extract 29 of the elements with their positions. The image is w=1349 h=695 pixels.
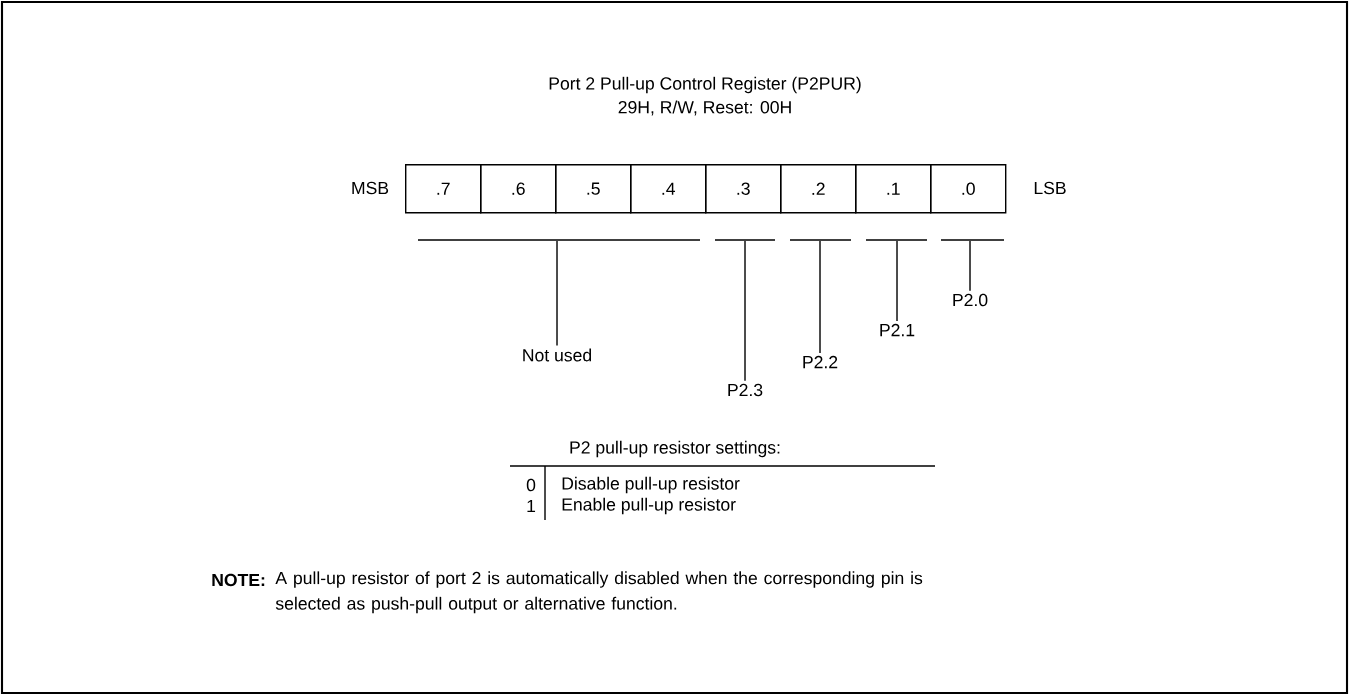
leader-line — [969, 240, 971, 292]
note-label: NOTE: — [212, 573, 265, 587]
field-label: P2.2 — [803, 355, 838, 369]
field-label: P2.1 — [880, 323, 915, 337]
setting-description: Enable pull-up resistor — [562, 497, 736, 515]
bit-cell: .2 — [780, 164, 857, 214]
setting-value: 0 — [526, 478, 536, 492]
note-text: A pull-up resistor of port 2 is automatically disabled when the corresponding pin is selected as push-pull output or alternative function. — [275, 571, 923, 614]
lsb-label: LSB — [1034, 181, 1066, 195]
bit-cell: .3 — [705, 164, 782, 214]
register-title: Port 2 Pull-up Control Register (P2PUR) — [549, 76, 861, 94]
setting-value: 1 — [527, 499, 536, 513]
bit-cell: .4 — [630, 164, 707, 214]
leader-line — [819, 240, 821, 354]
leader-line — [744, 240, 746, 382]
bit-cell: .7 — [405, 164, 482, 214]
setting-description: Disable pull-up resistor — [562, 476, 740, 494]
field-label: P2.3 — [728, 383, 763, 397]
bit-cell: .1 — [855, 164, 932, 214]
bit-cell: .6 — [480, 164, 557, 214]
register-address: 29H, R/W, Reset: 00H — [618, 100, 791, 116]
leader-line — [556, 240, 558, 347]
field-label: Not used — [523, 348, 592, 362]
table-heading: P2 pull-up resistor settings: — [570, 440, 780, 458]
leader-line — [896, 240, 898, 322]
field-label: P2.0 — [953, 293, 988, 307]
bit-cell: .0 — [930, 164, 1007, 214]
bit-cell: .5 — [555, 164, 632, 214]
msb-label: MSB — [352, 181, 389, 195]
